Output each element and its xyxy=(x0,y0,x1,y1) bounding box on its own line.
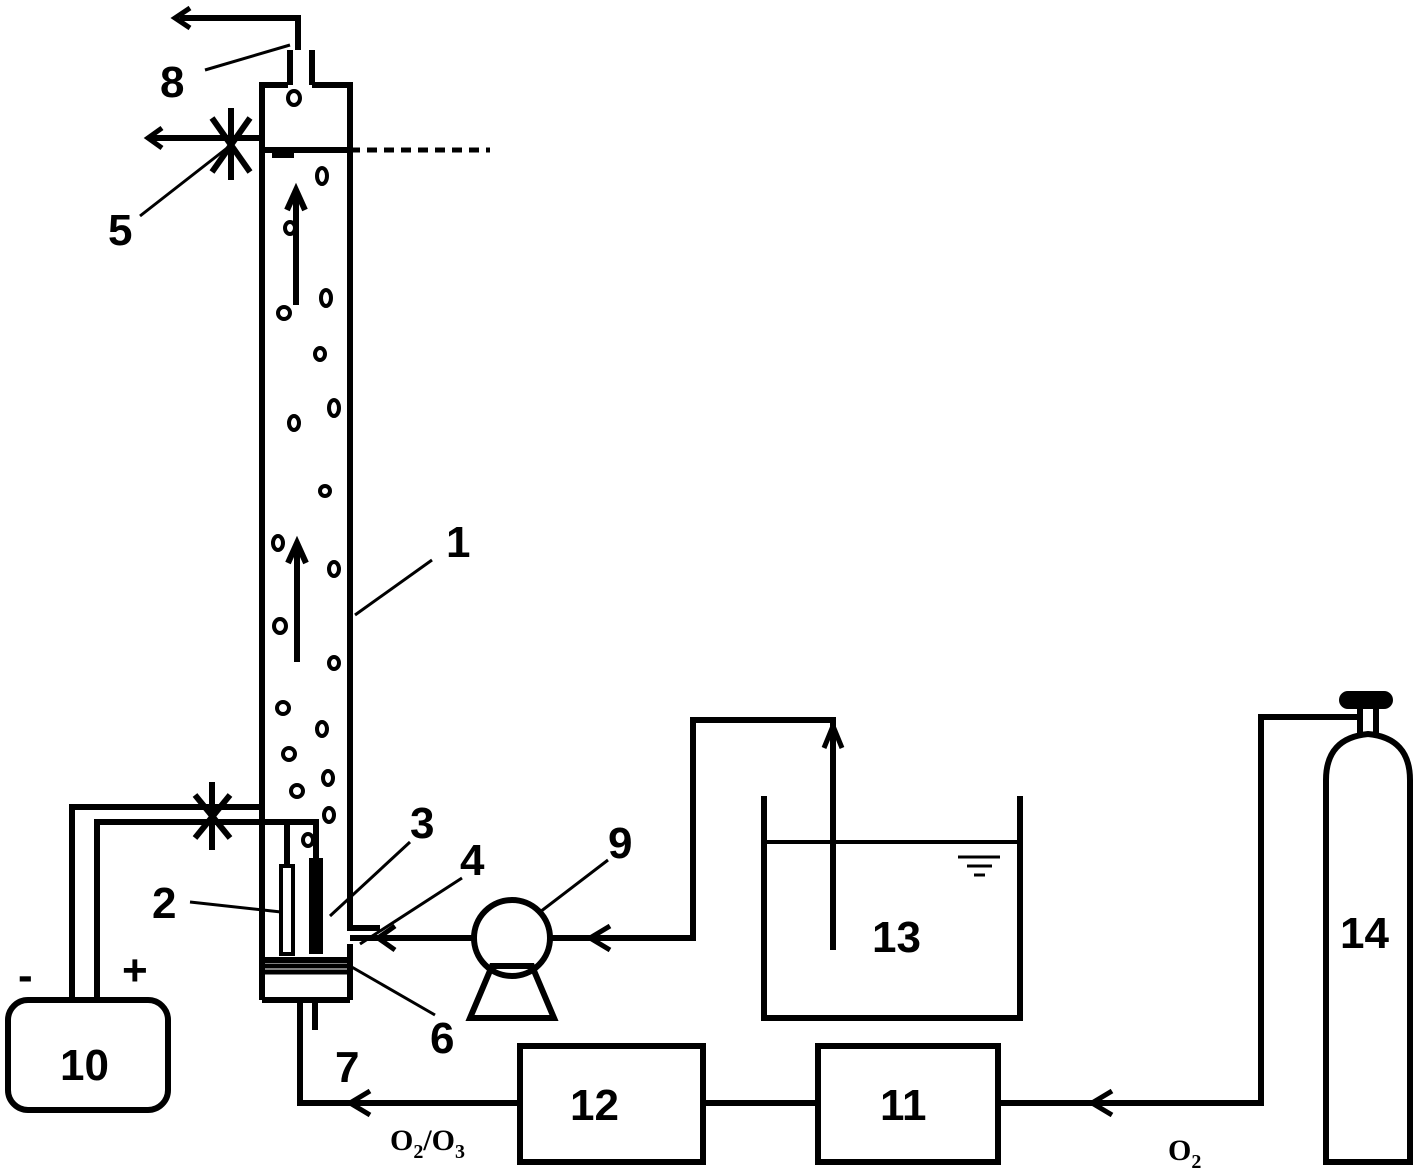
liquid-outlet-valve xyxy=(143,108,294,180)
label-o2: O2 xyxy=(1168,1134,1201,1173)
label-14: 14 xyxy=(1340,909,1389,958)
label-minus: - xyxy=(18,951,33,1000)
label-13: 13 xyxy=(872,913,921,962)
o2o3-sub3: 3 xyxy=(455,1141,465,1163)
gas-bubbles xyxy=(271,89,341,848)
flow-arrow-upper xyxy=(284,182,308,305)
label-4: 4 xyxy=(460,836,485,885)
water-tank xyxy=(761,796,1023,1021)
o2o3-o: O xyxy=(390,1124,413,1157)
o2o3-sep: /O xyxy=(422,1124,455,1157)
label-o2-o3: O2/O3 xyxy=(390,1124,465,1163)
gas-distributor-plate xyxy=(262,963,350,975)
label-6: 6 xyxy=(430,1014,454,1063)
reaction-column xyxy=(259,82,520,1106)
label-1: 1 xyxy=(446,518,470,567)
label-7: 7 xyxy=(335,1043,359,1092)
flow-arrow-lower xyxy=(285,535,309,662)
label-3: 3 xyxy=(410,799,434,848)
label-2: 2 xyxy=(152,879,176,928)
label-plus: + xyxy=(122,946,148,995)
label-12: 12 xyxy=(570,1081,619,1130)
electrode-cathode xyxy=(279,864,295,956)
gas-outlet xyxy=(170,5,315,85)
oxygen-cylinder xyxy=(1323,691,1413,1165)
label-8: 8 xyxy=(160,58,184,107)
power-wires xyxy=(69,782,319,1000)
o2o3-sub2: 2 xyxy=(413,1141,423,1163)
power-supply-box xyxy=(5,997,171,1113)
leader-lines xyxy=(139,43,609,1017)
label-9: 9 xyxy=(608,819,632,868)
o2-o: O xyxy=(1168,1134,1191,1167)
o2-sub2: 2 xyxy=(1191,1151,1201,1173)
label-11: 11 xyxy=(880,1081,927,1130)
electrode-anode xyxy=(309,858,323,954)
pump xyxy=(465,897,559,1021)
label-10: 10 xyxy=(60,1041,109,1090)
label-5: 5 xyxy=(108,206,132,255)
gas-lines xyxy=(345,714,1360,1118)
